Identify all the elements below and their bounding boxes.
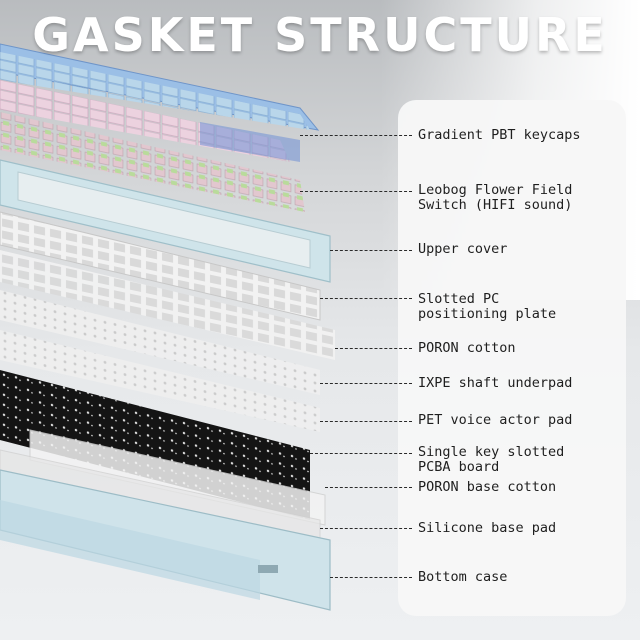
label-panel xyxy=(398,100,626,616)
leader-line xyxy=(320,298,412,299)
ixpe-layer xyxy=(0,290,320,395)
poron-cotton-layer xyxy=(0,250,335,360)
poron-base-layer xyxy=(29,429,326,526)
leader-line xyxy=(300,191,412,192)
leader-line xyxy=(320,421,412,422)
label-pet: PET voice actor pad xyxy=(418,412,573,428)
leader-line xyxy=(310,453,412,454)
label-pc-plate: Slotted PC positioning plate xyxy=(418,291,557,322)
leader-line xyxy=(325,487,412,488)
leader-line xyxy=(300,135,412,136)
label-ixpe: IXPE shaft underpad xyxy=(418,375,573,391)
leader-line xyxy=(320,383,412,384)
label-poron-base: PORON base cotton xyxy=(418,479,557,495)
bottom-case-layer xyxy=(0,469,331,611)
label-silicone: Silicone base pad xyxy=(418,520,557,536)
upper-cover-layer xyxy=(0,159,331,283)
pc-plate-layer xyxy=(0,211,321,321)
label-keycaps: Gradient PBT keycaps xyxy=(418,127,581,143)
keycaps-layer xyxy=(0,43,320,162)
label-poron-cotton: PORON cotton xyxy=(418,340,516,356)
label-bottom-case: Bottom case xyxy=(418,569,508,585)
leader-line xyxy=(330,250,412,251)
leader-line xyxy=(335,348,412,349)
switches-layer xyxy=(0,112,305,212)
leader-line xyxy=(330,577,412,578)
page-title: GASKET STRUCTURE xyxy=(32,8,608,62)
label-upper-cover: Upper cover xyxy=(418,241,508,257)
label-pcba: Single key slotted PCBA board xyxy=(418,444,565,475)
label-switches: Leobog Flower Field Switch (HIFI sound) xyxy=(418,182,573,213)
leader-line xyxy=(320,528,412,529)
pet-layer xyxy=(0,330,320,432)
